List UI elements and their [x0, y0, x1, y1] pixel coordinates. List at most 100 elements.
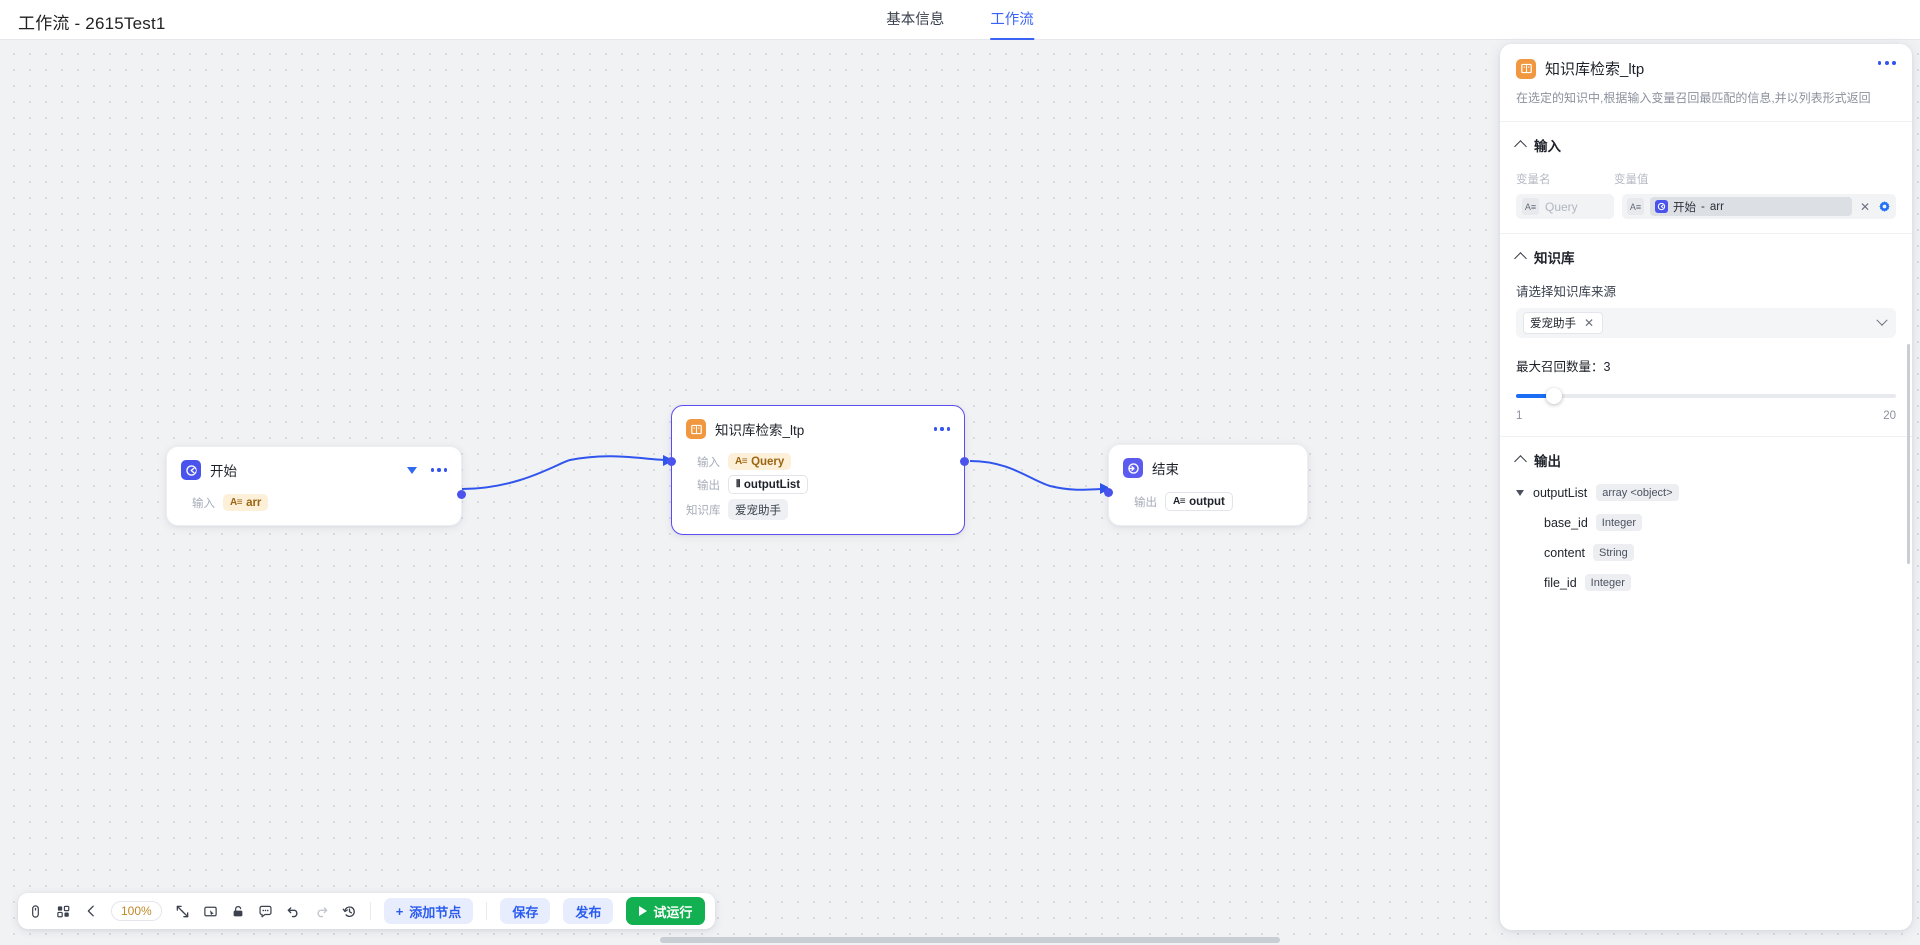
output-field-type: String — [1593, 544, 1634, 561]
chevron-down-icon[interactable] — [406, 466, 417, 474]
node-row: 输出 A≡ output — [1123, 492, 1293, 511]
chevron-up-icon — [1514, 252, 1527, 265]
node-end-output-chip[interactable]: A≡ output — [1165, 492, 1233, 511]
variable-value-input[interactable]: A≡ 开始 - arr ✕ — [1622, 194, 1896, 219]
test-run-button[interactable]: 试运行 — [626, 897, 706, 925]
lock-icon[interactable] — [231, 904, 245, 919]
node-config-panel: 知识库检索_ltp 在选定的知识中,根据输入变量召回最匹配的信息,并以列表形式返… — [1500, 44, 1912, 930]
history-icon[interactable] — [342, 904, 357, 919]
node-kb-body: 输入 A≡ Query 输出 ⦀ outputList 知识库 — [672, 445, 964, 534]
node-kb-output-chip[interactable]: ⦀ outputList — [728, 475, 809, 494]
port-kb-output[interactable] — [960, 457, 969, 466]
slider-fill — [1516, 394, 1558, 398]
node-start-menu-icon[interactable] — [430, 468, 447, 472]
clear-reference-icon[interactable]: ✕ — [1859, 199, 1870, 214]
node-knowledge-base-retrieval[interactable]: 知识库检索_ltp 输入 A≡ Query 输出 ⦀ ou — [667, 405, 969, 535]
chevron-down-icon — [1876, 314, 1888, 326]
reference-node-name: 开始 — [1673, 201, 1696, 214]
tab-workflow[interactable]: 工作流 — [990, 0, 1034, 40]
output-section-header[interactable]: 输出 — [1514, 450, 1896, 470]
node-end[interactable]: 结束 输出 A≡ output — [1104, 444, 1308, 526]
add-node-button[interactable]: + 添加节点 — [383, 898, 474, 924]
variable-name-value: Query — [1545, 199, 1578, 214]
output-field-type: Integer — [1584, 574, 1631, 591]
node-kb-input-chip[interactable]: A≡ Query — [728, 453, 792, 470]
node-row: 输出 ⦀ outputList — [686, 475, 950, 494]
node-end-title: 结束 — [1152, 462, 1179, 477]
output-field-name: file_id — [1544, 575, 1577, 590]
node-end-row-label: 输出 — [1134, 496, 1157, 509]
slider-knob[interactable] — [1546, 388, 1563, 404]
port-start-output[interactable] — [457, 490, 466, 499]
panel-section-output: 输出 outputList array <object> base_id Int… — [1500, 436, 1912, 605]
undo-icon[interactable] — [286, 904, 301, 919]
output-field-row: base_id Integer — [1516, 514, 1896, 531]
output-field-name: content — [1544, 545, 1586, 560]
save-button[interactable]: 保存 — [500, 898, 551, 924]
panel-title: 知识库检索_ltp — [1545, 61, 1645, 78]
node-kb-menu-icon[interactable] — [933, 427, 950, 431]
node-kb-actions — [933, 427, 950, 431]
toolbar-divider — [486, 902, 488, 920]
panel-section-knowledge-base: 知识库 请选择知识库来源 爱宠助手 ✕ 最大召回数量：3 1 20 — [1500, 233, 1912, 436]
output-field-row: file_id Integer — [1516, 574, 1896, 591]
bottom-toolbar: 100% — [18, 893, 716, 929]
output-root-name: outputList — [1533, 485, 1588, 500]
zoom-out-icon[interactable] — [84, 904, 98, 918]
toolbar-divider — [369, 902, 371, 920]
zoom-level[interactable]: 100% — [111, 901, 162, 921]
node-start-input-chip[interactable]: A≡ arr — [223, 494, 269, 511]
layout-grid-icon[interactable] — [56, 904, 71, 919]
kb-section-header[interactable]: 知识库 — [1514, 247, 1896, 267]
canvas-horizontal-scrollbar[interactable] — [660, 937, 1280, 943]
publish-button[interactable]: 发布 — [563, 898, 614, 924]
select-frame-icon[interactable] — [203, 904, 218, 919]
redo-icon[interactable] — [314, 904, 329, 919]
input-section-header[interactable]: 输入 — [1514, 135, 1896, 155]
variable-reference-pill[interactable]: 开始 - arr — [1650, 197, 1852, 216]
node-row: 输入 A≡ Query — [686, 453, 950, 470]
chevron-up-icon — [1514, 455, 1527, 468]
text-type-icon: A≡ — [1173, 496, 1186, 507]
column-header-variable-value: 变量值 — [1614, 174, 1649, 186]
fit-view-icon[interactable] — [175, 904, 190, 919]
comment-icon[interactable] — [258, 904, 273, 919]
node-start-input-name: arr — [246, 496, 262, 509]
kb-selected-tag[interactable]: 爱宠助手 ✕ — [1523, 312, 1604, 334]
max-recall-slider[interactable] — [1516, 388, 1896, 404]
start-icon — [181, 460, 201, 480]
slider-track — [1516, 394, 1896, 398]
node-start-body: 输入 A≡ arr — [167, 486, 461, 525]
node-end-body: 输出 A≡ output — [1109, 484, 1307, 525]
triangle-down-icon[interactable] — [1516, 489, 1524, 496]
output-root-type: array <object> — [1596, 484, 1679, 501]
slider-max-label: 20 — [1883, 410, 1896, 422]
kb-source-select[interactable]: 爱宠助手 ✕ — [1516, 308, 1896, 338]
end-icon — [1123, 458, 1143, 478]
node-kb-input-name: Query — [751, 455, 785, 468]
variable-name-input[interactable]: A≡ Query — [1516, 194, 1614, 219]
cursor-icon[interactable] — [28, 904, 43, 919]
tab-basic-info[interactable]: 基本信息 — [886, 12, 945, 28]
edge-start-to-kb — [461, 455, 666, 490]
gear-icon[interactable] — [1878, 200, 1891, 213]
close-icon[interactable]: ✕ — [1584, 316, 1595, 330]
node-kb-title: 知识库检索_ltp — [715, 423, 805, 438]
page-title: 工作流 - 2615Test1 — [18, 14, 166, 33]
panel-header: 知识库检索_ltp 在选定的知识中,根据输入变量召回最匹配的信息,并以列表形式返… — [1500, 44, 1912, 107]
panel-scrollbar[interactable] — [1907, 344, 1910, 564]
panel-description: 在选定的知识中,根据输入变量召回最匹配的信息,并以列表形式返回 — [1516, 91, 1871, 105]
node-start[interactable]: 开始 输入 A≡ arr — [166, 446, 466, 526]
node-start-title: 开始 — [210, 464, 237, 479]
port-end-input[interactable] — [1104, 488, 1113, 497]
output-root-row[interactable]: outputList array <object> — [1516, 484, 1896, 501]
output-section-title: 输出 — [1534, 454, 1561, 469]
port-kb-input[interactable] — [667, 457, 676, 466]
test-run-label: 试运行 — [653, 904, 693, 920]
panel-menu-icon[interactable] — [1877, 61, 1896, 65]
node-kb-source-chip[interactable]: 爱宠助手 — [728, 499, 788, 520]
node-start-row-label: 输入 — [192, 497, 215, 510]
node-start-actions — [406, 466, 447, 474]
kb-section-title: 知识库 — [1534, 251, 1575, 266]
output-field-row: content String — [1516, 544, 1896, 561]
